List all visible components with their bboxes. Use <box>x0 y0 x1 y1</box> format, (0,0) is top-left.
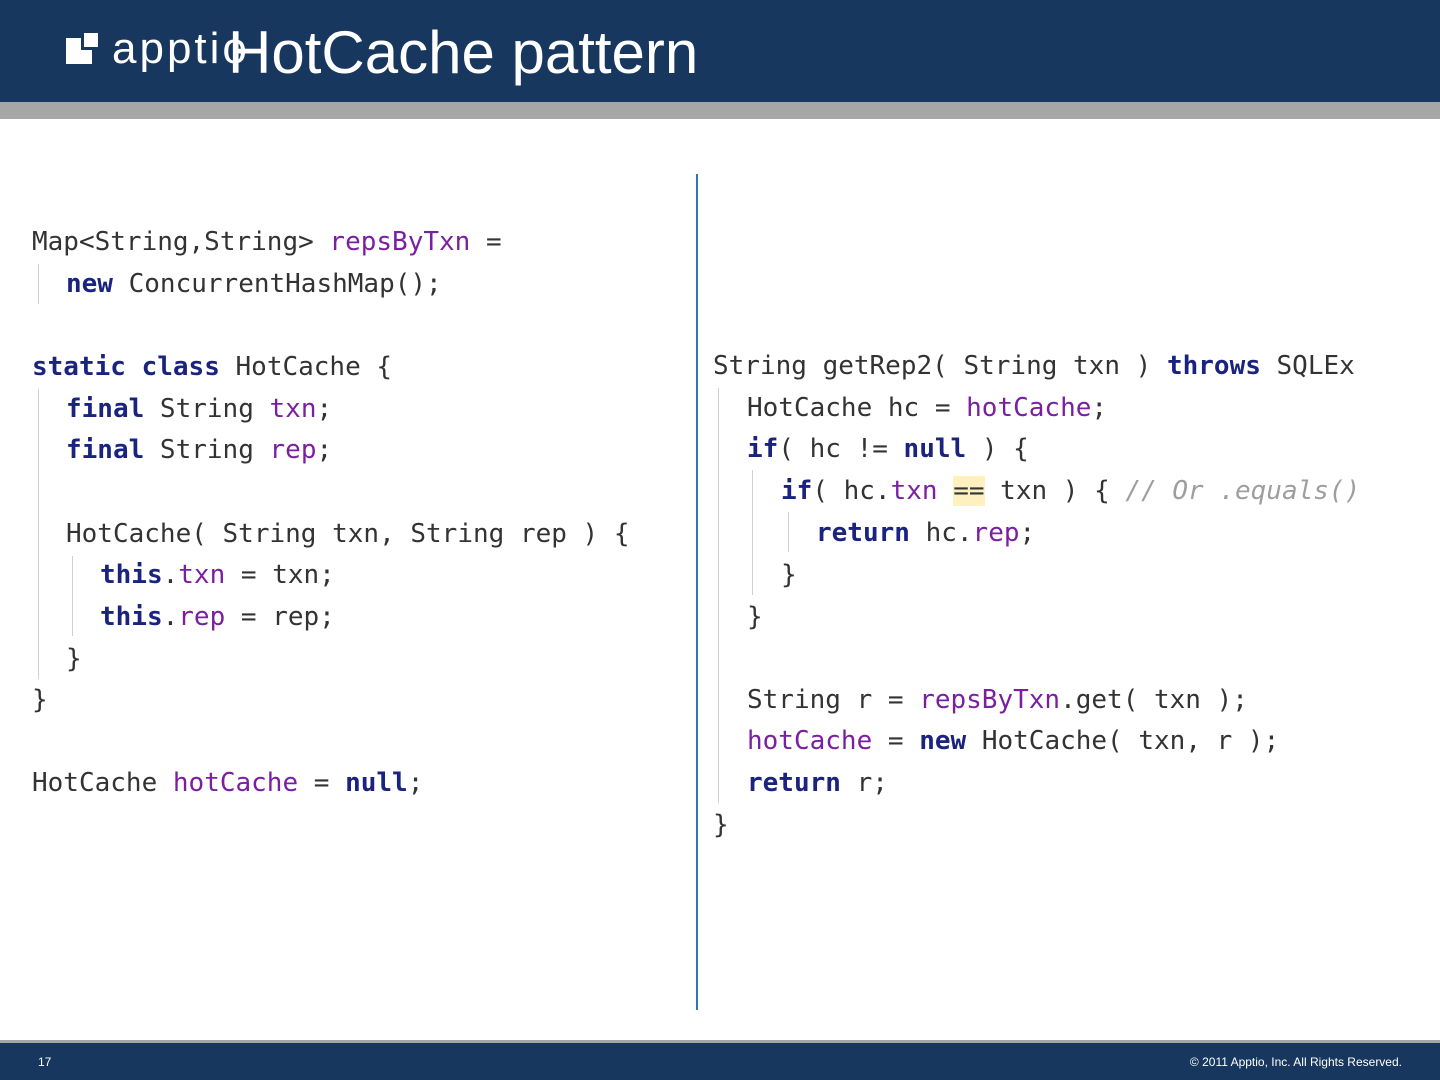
indent-guide <box>38 264 39 304</box>
code-line: } <box>781 560 797 590</box>
operator-highlight: == <box>953 476 985 506</box>
code-line: if( hc != null ) { <box>747 434 1029 464</box>
code-line: HotCache hc = hotCache; <box>747 393 1108 423</box>
slide-footer: 17 © 2011 Apptio, Inc. All Rights Reserv… <box>0 1043 1440 1080</box>
code-line: String getRep2( String txn ) throws SQLE… <box>713 351 1355 381</box>
code-line: final String txn; <box>66 394 333 424</box>
code-line: HotCache( String txn, String rep ) { <box>66 519 630 549</box>
indent-guide <box>752 470 753 595</box>
indent-guide <box>72 556 73 636</box>
slide-header: apptio HotCache pattern <box>0 0 1440 102</box>
code-line: this.rep = rep; <box>100 602 335 632</box>
apptio-logo-icon <box>66 30 102 66</box>
code-line: } <box>713 810 729 840</box>
column-divider <box>696 174 698 1010</box>
indent-guide <box>718 388 719 803</box>
indent-guide <box>38 389 39 679</box>
logo-text: apptio <box>112 24 250 73</box>
slide-title: HotCache pattern <box>228 19 699 86</box>
footer-divider-bar <box>0 1040 1440 1043</box>
right-code-panel: String getRep2( String txn ) throws SQLE… <box>698 0 1440 1080</box>
code-line: } <box>747 602 763 632</box>
code-line: this.txn = txn; <box>100 560 335 590</box>
code-line: new ConcurrentHashMap(); <box>66 269 442 299</box>
code-line: final String rep; <box>66 435 333 465</box>
code-line: Map<String,String> repsByTxn = <box>32 227 502 257</box>
header-divider-bar <box>0 102 1440 119</box>
code-line: static class HotCache { <box>32 352 393 382</box>
code-line: if( hc.txn == txn ) { // Or .equals() <box>781 476 1361 506</box>
code-line: String r = repsByTxn.get( txn ); <box>747 685 1248 715</box>
code-line: } <box>32 685 48 715</box>
code-line: HotCache hotCache = null; <box>32 768 424 798</box>
code-line: } <box>66 644 82 674</box>
code-line: return hc.rep; <box>816 518 1036 548</box>
copyright-text: © 2011 Apptio, Inc. All Rights Reserved. <box>1189 1055 1402 1069</box>
code-line: return r; <box>747 768 888 798</box>
indent-guide <box>788 512 789 552</box>
page-number: 17 <box>38 1055 52 1069</box>
code-line: hotCache = new HotCache( txn, r ); <box>747 726 1280 756</box>
left-code-panel: Map<String,String> repsByTxn = new Concu… <box>0 0 696 1080</box>
